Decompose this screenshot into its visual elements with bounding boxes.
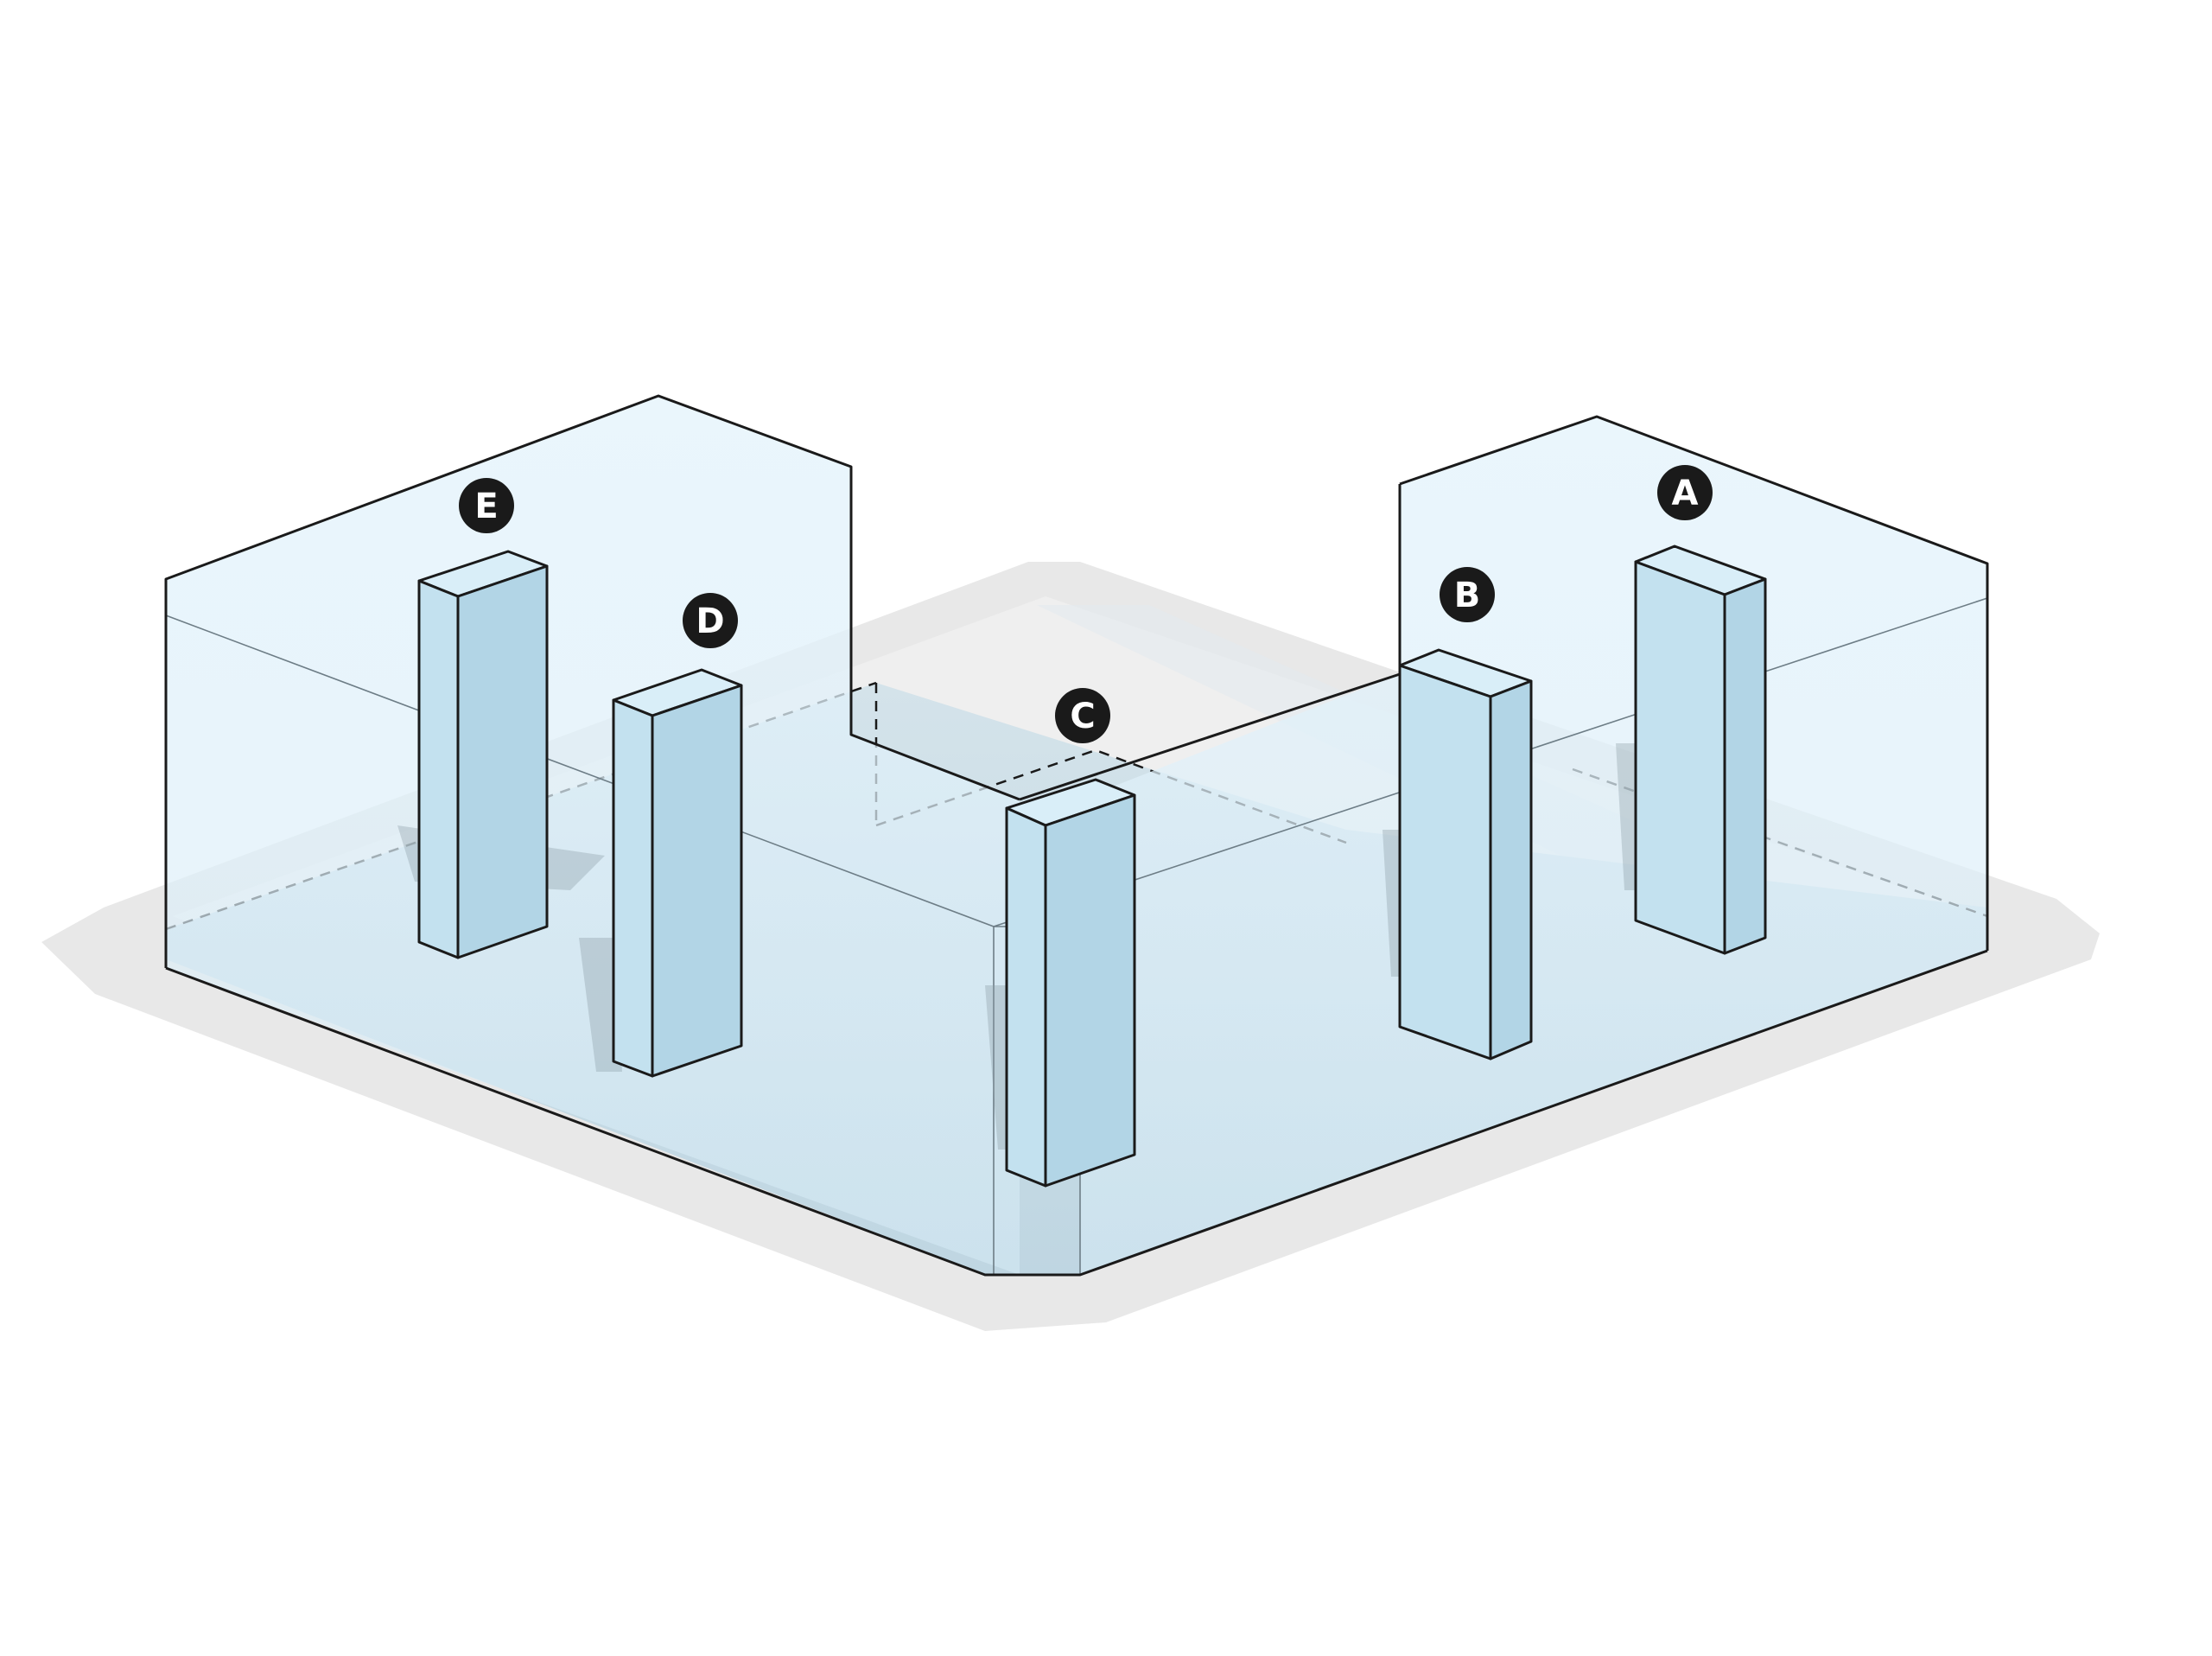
marker-b: B [1440,567,1495,622]
marker-a-label: A [1672,474,1699,513]
pillar-c [1005,778,1136,1188]
marker-a: A [1657,465,1713,520]
marker-d: D [683,593,738,648]
pillar-a [1634,545,1767,955]
marker-c-label: C [1070,697,1095,736]
left-wing-front-wall [166,396,1020,1275]
pillar-d [612,668,743,1078]
marker-d-label: D [696,602,724,641]
pillar-b [1398,648,1533,1060]
marker-e-label: E [474,487,498,526]
marker-b-label: B [1454,576,1481,615]
building-outline [164,394,1989,1277]
marker-c: C [1055,688,1110,743]
marker-e: E [459,478,514,533]
pillar-e [417,550,549,959]
